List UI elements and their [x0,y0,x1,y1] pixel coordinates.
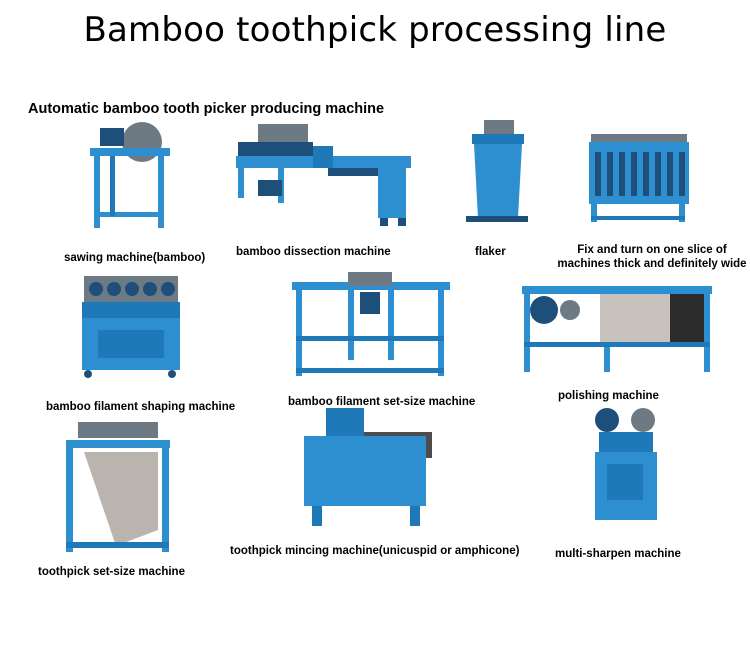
section-subtitle: Automatic bamboo tooth picker producing … [28,101,385,117]
polishing-machine-image [520,282,715,377]
sawing-machine-image [80,120,180,235]
caption-sawing-machine: sawing machine(bamboo) [64,252,206,264]
caption-toothpick-set-size-machine: toothpick set-size machine [38,566,185,578]
caption-multi-sharpen-machine: multi-sharpen machine [555,548,681,560]
caption-mincing-machine: toothpick mincing machine(unicuspid or a… [230,545,520,557]
caption-filament-shaping-machine: bamboo filament shaping machine [46,401,236,413]
slice-machine-image [583,128,693,228]
caption-flaker: flaker [475,246,506,258]
caption-slice-line1: Fix and turn on one slice of [577,244,727,256]
filament-set-size-machine-image [288,268,453,383]
caption-filament-set-size-machine: bamboo filament set-size machine [288,396,476,408]
caption-slice-machine: Fix and turn on one slice of machines th… [554,243,750,271]
caption-dissection-machine: bamboo dissection machine [236,246,391,258]
caption-slice-line2: machines thick and definitely wide [557,258,747,270]
toothpick-set-size-machine-image [62,418,174,556]
flaker-image [458,118,528,228]
caption-polishing-machine: polishing machine [558,390,659,402]
multi-sharpen-machine-image [585,404,665,529]
mincing-machine-image [300,406,435,531]
filament-shaping-machine-image [78,272,183,380]
page-title: Bamboo toothpick processing line [83,10,667,50]
dissection-machine-image [228,120,413,230]
